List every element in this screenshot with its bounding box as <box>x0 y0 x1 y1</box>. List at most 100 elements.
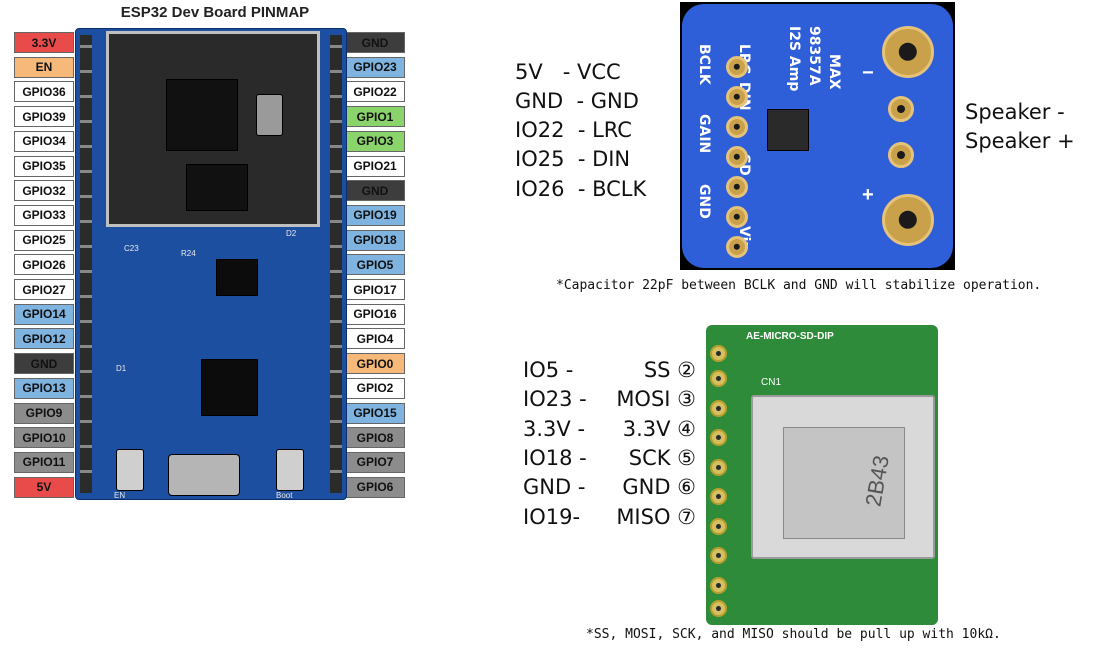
amp-wire-gnd: GND - GND <box>515 89 639 113</box>
left-pin-en: EN <box>14 56 74 78</box>
en-button <box>116 449 144 491</box>
amp-pad-1 <box>726 56 748 78</box>
sd-pad-4 <box>710 429 727 446</box>
en-button-label: EN <box>114 491 126 500</box>
left-pin-gpio9: GPIO9 <box>14 402 74 424</box>
sd-card-marking: 2B43 <box>860 453 894 509</box>
right-pin-gpio1: GPIO1 <box>345 106 405 128</box>
right-pin-gpio18: GPIO18 <box>345 229 405 251</box>
left-header-pins <box>80 35 92 493</box>
sd-pad-6 <box>710 488 727 505</box>
amp-pad-7 <box>726 236 748 258</box>
right-pin-gnd: GND <box>345 180 405 202</box>
pcb-label-d2: D2 <box>286 229 297 238</box>
left-pin-gpio11: GPIO11 <box>14 451 74 473</box>
amp-pad-6 <box>726 206 748 228</box>
right-pin-gpio5: GPIO5 <box>345 254 405 276</box>
amp-mount-hole-top <box>882 26 934 78</box>
left-pin-gpio10: GPIO10 <box>14 427 74 449</box>
sd-pad-3 <box>710 400 727 417</box>
right-pin-gpio4: GPIO4 <box>345 328 405 350</box>
sd-pin-miso: MISO ⑦ <box>616 505 696 529</box>
sd-note: *SS, MOSI, SCK, and MISO should be pull … <box>586 627 1001 642</box>
pinmap-title: ESP32 Dev Board PINMAP <box>120 4 310 21</box>
esp32-chip <box>166 79 238 151</box>
speaker-plus-label: Speaker + <box>965 129 1075 153</box>
left-pin-gpio27: GPIO27 <box>14 279 74 300</box>
speaker-terminal-plus <box>888 142 914 168</box>
crystal <box>256 94 283 136</box>
amp-chip-label-max: MAX <box>826 54 842 90</box>
sd-wire-io23: IO23 - <box>523 387 587 411</box>
amp-pin-label-gain: GAIN <box>696 114 712 154</box>
sd-card: 2B43 <box>783 427 905 539</box>
left-pin-gpio36: GPIO36 <box>14 81 74 103</box>
left-pin-gpio33: GPIO33 <box>14 204 74 226</box>
pcb-label-c23: C23 <box>124 244 139 253</box>
left-pin-3v3v: 3.3V <box>14 32 74 53</box>
right-pin-gpio21: GPIO21 <box>345 155 405 177</box>
sd-wire-io19: IO19- <box>523 505 581 529</box>
left-pin-gnd: GND <box>14 353 74 375</box>
esp32-board: EN Boot C23 R24 D2 D1 <box>75 28 347 500</box>
flash-chip <box>186 164 248 211</box>
sd-pad-7 <box>710 518 727 535</box>
boot-button-label: Boot <box>276 491 293 500</box>
amp-pad-5 <box>726 176 748 198</box>
right-pin-gpio22: GPIO22 <box>345 81 405 103</box>
right-pin-gpio0: GPIO0 <box>345 353 405 375</box>
left-pin-5v: 5V <box>14 476 74 498</box>
amp-mount-hole-bottom <box>882 194 934 246</box>
left-pin-gpio13: GPIO13 <box>14 377 74 399</box>
amp-chip-label-i2s: I2S Amp <box>786 26 802 92</box>
amp-pin-label-gnd: GND <box>696 184 712 219</box>
regulator <box>216 259 258 296</box>
sd-cn1-label: CN1 <box>761 377 782 388</box>
right-pin-gpio3: GPIO3 <box>345 130 405 152</box>
boot-button <box>276 449 304 491</box>
speaker-minus-label: Speaker - <box>965 100 1065 124</box>
sd-pad-10 <box>710 600 727 617</box>
sd-pin-mosi: MOSI ③ <box>616 387 696 411</box>
amp-wire-din: IO25 - DIN <box>515 147 631 171</box>
amp-pin-label-bclk: BCLK <box>696 44 712 85</box>
right-pin-gpio19: GPIO19 <box>345 204 405 226</box>
left-pin-gpio25: GPIO25 <box>14 229 74 251</box>
amp-ic <box>767 109 809 151</box>
amp-pad-4 <box>726 146 748 168</box>
right-pin-gnd: GND <box>345 32 405 53</box>
sd-pin-sck: SCK ⑤ <box>628 446 696 470</box>
sd-wire-gnd: GND - <box>523 475 586 499</box>
sd-wire-io5: IO5 - <box>523 358 574 382</box>
amp-wire-vcc: 5V - VCC <box>515 60 621 84</box>
amp-pad-3 <box>726 116 748 138</box>
right-pin-gpio16: GPIO16 <box>345 303 405 325</box>
sd-pad-8 <box>710 547 727 564</box>
right-pin-gpio8: GPIO8 <box>345 427 405 449</box>
amp-note: *Capacitor 22pF between BCLK and GND wil… <box>556 278 1042 293</box>
sd-wire-3v3: 3.3V - <box>523 417 586 441</box>
left-pin-gpio35: GPIO35 <box>14 155 74 177</box>
right-pin-gpio23: GPIO23 <box>345 56 405 78</box>
right-header-pins <box>330 35 342 493</box>
sd-pad-2 <box>710 370 727 387</box>
pcb-label-r24: R24 <box>181 249 196 258</box>
right-pin-gpio2: GPIO2 <box>345 377 405 399</box>
micro-sd-board: AE-MICRO-SD-DIP CN1 2B43 <box>706 325 938 625</box>
left-pin-gpio14: GPIO14 <box>14 303 74 325</box>
amp-chip-label-98357a: 98357A <box>806 26 822 86</box>
amp-wire-lrc: IO22 - LRC <box>515 118 632 142</box>
sd-pin-ss: SS ② <box>643 358 696 382</box>
usb-uart-chip <box>201 359 258 416</box>
pcb-label-d1: D1 <box>116 364 127 373</box>
left-pin-gpio12: GPIO12 <box>14 328 74 350</box>
left-pin-gpio32: GPIO32 <box>14 180 74 202</box>
plus-symbol: + <box>862 184 874 206</box>
sd-board-title: AE-MICRO-SD-DIP <box>746 331 834 342</box>
minus-symbol: − <box>862 62 874 84</box>
sd-wire-io18: IO18 - <box>523 446 587 470</box>
sd-pad-9 <box>710 577 727 594</box>
sd-pad-1 <box>710 345 727 362</box>
usb-connector <box>168 454 240 496</box>
speaker-terminal-minus <box>888 96 914 122</box>
